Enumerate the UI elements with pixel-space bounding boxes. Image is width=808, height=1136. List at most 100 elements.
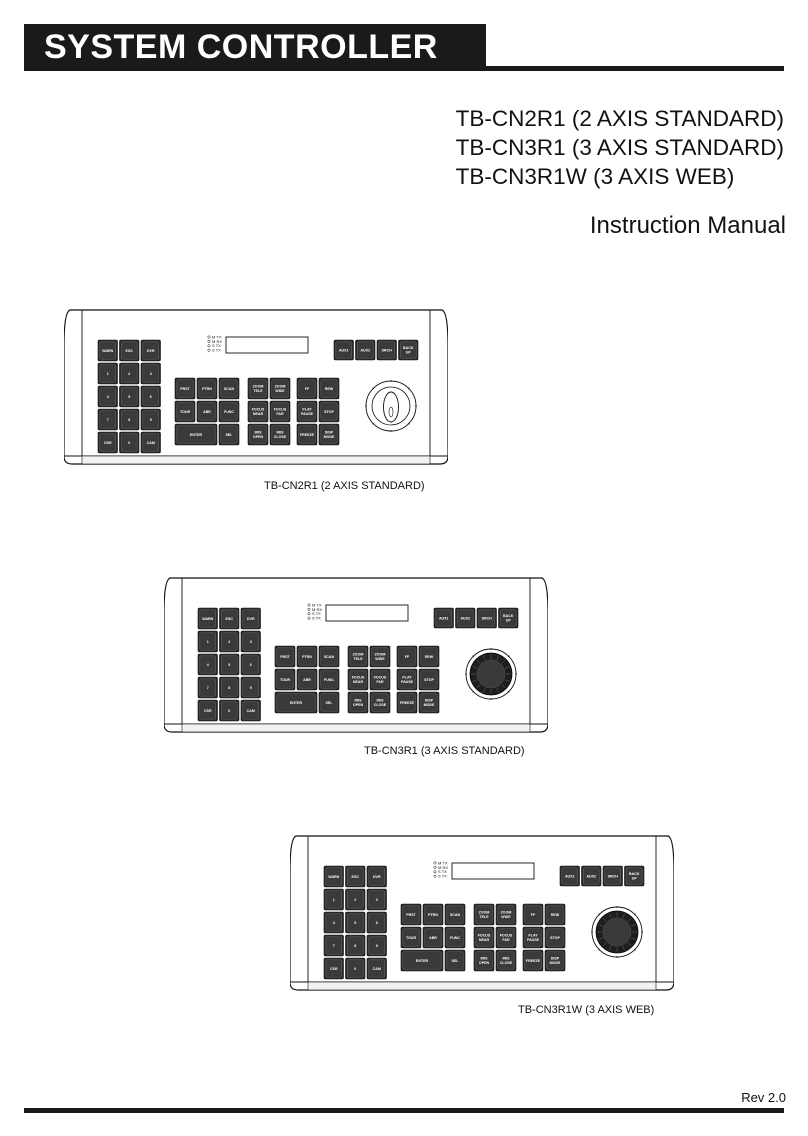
model-line: TB-CN3R1W (3 AXIS WEB) [455,164,735,189]
key-label: ABR [203,410,211,414]
key: TOUR [174,400,196,423]
key-label: FF [531,913,536,917]
keyboard-base [81,455,431,465]
joystick-grip [388,406,394,418]
key-label: 2 [128,372,130,376]
key-label: AUX2 [460,616,470,620]
key-label: IRIS [377,699,385,703]
key: 0 [345,957,366,980]
revision-label: Rev 2.0 [741,1090,786,1105]
key-label: IRIS [355,699,363,703]
key: 2 [219,630,240,653]
led-indicator [307,612,311,616]
key: CAM [140,431,161,454]
key-label: WARN [102,349,113,353]
key-label: 9 [150,418,152,422]
joystick-knurl [602,917,607,922]
led-indicator [433,874,437,878]
key: PTRN [422,903,444,926]
key: PRST [174,377,196,400]
key: STOP [418,668,440,691]
joystick-knurl [627,942,632,947]
key-label: 0 [128,441,130,445]
key: 3 [366,888,387,911]
key: 5 [345,911,366,934]
key-label: FOCUS [500,934,513,938]
key-label: 3 [150,372,152,376]
figure-caption: TB-CN3R1W (3 AXIS WEB) [518,1004,655,1016]
joystick-knurl [504,666,510,669]
model-line: TB-CN2R1 (2 AXIS STANDARD) [455,106,784,131]
key: SEL [444,949,466,972]
key-label: 5 [228,663,230,667]
model-list: TB-CN2R1 (2 AXIS STANDARD) TB-CN3R1 (3 A… [456,104,784,191]
key: 9 [366,934,387,957]
key-label: UP [632,876,638,880]
key: FF [296,377,318,400]
key: 2 [345,888,366,911]
key: 3 [140,362,161,385]
key: SEL [218,423,240,446]
led-indicator [307,607,311,611]
key: SCAN [318,645,340,668]
key-label: PTRN [202,387,212,391]
key: 1 [97,362,118,385]
key-label: OPEN [353,703,364,707]
joystick-knurl [496,687,499,693]
joystick-knurl [476,659,481,664]
key-label: PTRN [302,655,312,659]
led-indicator [207,339,211,343]
led-label: M TX [438,860,448,865]
key: ESC [119,339,140,362]
key-label: CLOSE [374,703,387,707]
key-label: CAM [247,709,255,713]
led-indicator [433,861,437,865]
led-label: S TX [212,343,221,348]
joystick-knurl [622,945,625,951]
key: TOUR [274,668,296,691]
key: SRCH [476,607,497,629]
key-label: 9 [376,944,378,948]
key-label: FAR [276,412,284,416]
joystick-knurl [630,937,636,940]
key-label: CAM [373,967,381,971]
key: STOP [544,926,566,949]
key-label: SRCH [482,616,493,620]
key-label: DVR [373,875,381,879]
joystick-knurl [501,659,506,664]
key-label: ZOOM [479,911,490,915]
joystick-knurl [609,945,612,951]
key: AUX1 [559,865,580,887]
key-label: NEAR [353,680,364,684]
key-label: ESC [126,349,134,353]
key: AUX2 [455,607,476,629]
key: 3 [240,630,261,653]
key: 5 [219,653,240,676]
key: FUNC [318,668,340,691]
key: FREEZE [296,423,318,446]
key-label: WIDE [501,915,511,919]
key-label: FOCUS [374,676,387,680]
key-label: ZOOM [353,653,364,657]
joystick-tick [472,655,475,658]
key: REW [544,903,566,926]
key-label: CLOSE [500,961,513,965]
joystick-knurl [598,924,604,927]
key: WARN [97,339,118,362]
key: REW [418,645,440,668]
key-label: SRCH [608,874,619,878]
key-label: TOUR [180,410,191,414]
key-label: MODE [424,703,435,707]
key: STOP [318,400,340,423]
key-label: 6 [250,663,252,667]
key: SRCH [602,865,623,887]
key: FUNC [218,400,240,423]
